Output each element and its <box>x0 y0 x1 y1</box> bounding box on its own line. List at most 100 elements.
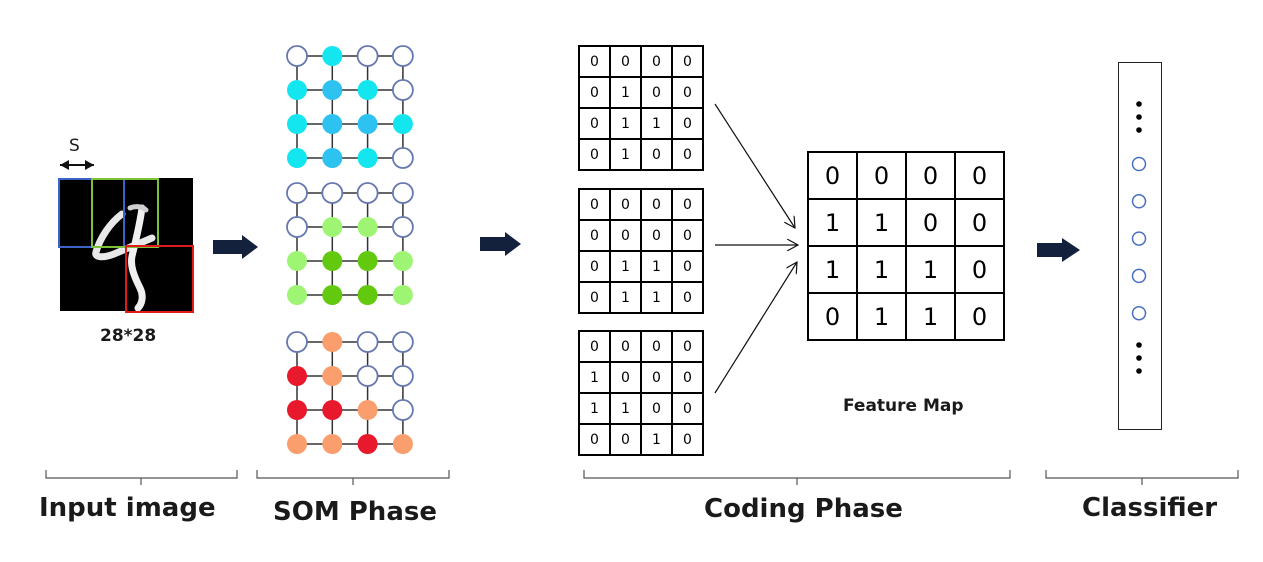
grid-cell: 1 <box>856 292 907 341</box>
section-label-som-phase: SOM Phase <box>273 497 437 527</box>
ellipsis-dots-top <box>1136 101 1142 133</box>
grid-cell: 1 <box>640 423 673 456</box>
grid-cell: 0 <box>609 423 642 456</box>
flow-arrow-som-to-coding <box>480 232 521 256</box>
grid-cell: 1 <box>609 107 642 140</box>
grid-cell: 1 <box>905 245 956 294</box>
som-node <box>286 45 308 67</box>
som-node <box>322 114 343 134</box>
som-node <box>392 251 413 271</box>
som-node <box>357 434 378 454</box>
som-node <box>287 114 307 134</box>
grid-cell: 0 <box>671 45 704 78</box>
som-node <box>357 114 378 134</box>
stride-label: S <box>69 136 80 156</box>
som-node <box>356 45 379 67</box>
grid-cell: 0 <box>671 423 704 456</box>
grid-cell: 0 <box>671 188 704 221</box>
grid-cell: 1 <box>640 250 673 283</box>
som-node <box>322 46 343 66</box>
som-node <box>287 366 307 386</box>
grid-cell: 0 <box>671 219 704 252</box>
grid-cell: 0 <box>578 281 611 314</box>
window-red <box>125 245 194 313</box>
classifier-neuron <box>1131 156 1147 172</box>
grid-cell: 0 <box>905 198 956 247</box>
som-node <box>391 79 414 101</box>
som-map-cyan <box>286 45 414 169</box>
som-node <box>322 148 343 168</box>
grid-cell: 0 <box>671 281 704 314</box>
grid-cell: 0 <box>807 151 858 200</box>
som-node <box>391 399 414 421</box>
grid-cell: 0 <box>671 250 704 283</box>
grid-cell: 0 <box>671 76 704 109</box>
som-node <box>356 182 379 204</box>
grid-cell: 1 <box>856 245 907 294</box>
som-node <box>286 331 308 353</box>
som-map-red <box>286 331 414 454</box>
bracket-coding <box>583 470 1011 485</box>
som-node <box>286 216 308 238</box>
som-node <box>357 251 378 271</box>
grid-cell: 0 <box>609 219 642 252</box>
grid-cell: 0 <box>954 198 1005 247</box>
grid-cell: 1 <box>640 281 673 314</box>
som-node <box>287 400 307 420</box>
grid-cell: 0 <box>578 107 611 140</box>
som-node <box>356 331 379 353</box>
grid-cell: 0 <box>609 361 642 394</box>
grid-cell: 0 <box>856 151 907 200</box>
som-node <box>322 434 343 454</box>
grid-cell: 1 <box>609 138 642 171</box>
section-label-input-image: Input image <box>39 493 216 523</box>
grid-cell: 0 <box>609 188 642 221</box>
grid-cell: 1 <box>856 198 907 247</box>
grid-cell: 0 <box>954 245 1005 294</box>
grid-cell: 0 <box>640 219 673 252</box>
som-node <box>356 365 379 387</box>
som-node <box>287 285 307 305</box>
classifier-neuron <box>1131 194 1147 209</box>
som-node <box>391 216 414 238</box>
grid-cell: 0 <box>640 188 673 221</box>
som-node <box>286 182 308 204</box>
grid-cell: 0 <box>671 330 704 363</box>
flow-arrow-coding-to-classifier <box>1037 238 1080 262</box>
grid-cell: 0 <box>578 330 611 363</box>
som-node <box>392 434 413 454</box>
grid-cell: 0 <box>578 219 611 252</box>
som-node <box>391 331 414 353</box>
som-node <box>322 80 343 100</box>
grid-cell: 0 <box>671 361 704 394</box>
som-node <box>322 400 343 420</box>
som-node <box>287 251 307 271</box>
classifier-box <box>1118 62 1162 430</box>
grid-cell: 0 <box>671 138 704 171</box>
classifier-neuron <box>1131 231 1147 246</box>
som-node <box>391 147 414 169</box>
grid-cell: 0 <box>671 107 704 140</box>
grid-cell: 1 <box>609 281 642 314</box>
som-node <box>322 285 343 305</box>
som-node <box>287 434 307 454</box>
bracket-input <box>45 470 238 485</box>
grid-cell: 0 <box>640 45 673 78</box>
som-node <box>357 400 378 420</box>
classifier-neuron <box>1131 305 1147 321</box>
som-node <box>357 285 378 305</box>
grid-cell: 0 <box>671 392 704 425</box>
grid-cell: 0 <box>578 45 611 78</box>
section-label-classifier: Classifier <box>1082 493 1218 523</box>
grid-cell: 0 <box>807 292 858 341</box>
grid-cell: 1 <box>640 107 673 140</box>
thin-arrow-top <box>714 103 795 228</box>
som-map-green <box>286 182 414 305</box>
grid-cell: 1 <box>807 198 858 247</box>
som-node <box>322 217 343 237</box>
som-node <box>287 80 307 100</box>
